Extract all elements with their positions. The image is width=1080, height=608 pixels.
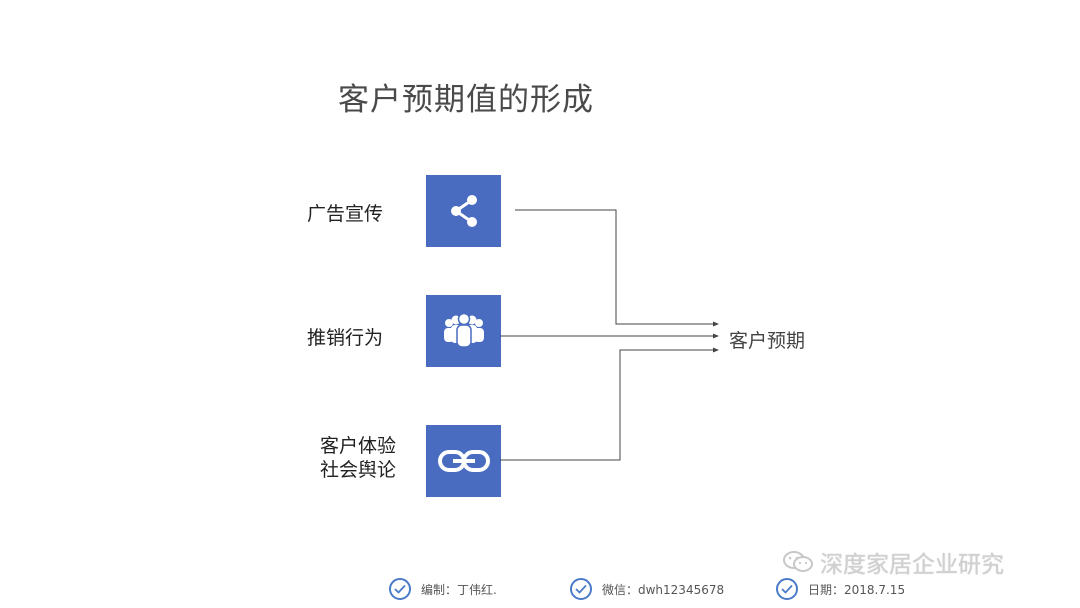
check-circle-icon xyxy=(389,578,411,600)
link-icon xyxy=(437,450,490,472)
watermark: 深度家居企业研究 xyxy=(782,545,1004,579)
footer-date-text: 日期：2018.7.15 xyxy=(808,582,906,597)
check-circle-icon xyxy=(570,578,592,600)
check-circle-icon xyxy=(776,578,798,600)
source-label-sales: 推销行为 xyxy=(307,327,384,349)
connector-advertising xyxy=(515,209,715,325)
connector-experience xyxy=(500,349,715,461)
people-group-icon xyxy=(443,312,484,348)
people-tile xyxy=(426,295,501,367)
footer-date: 日期：2018.7.15 xyxy=(776,578,905,600)
share-icon xyxy=(450,195,477,227)
footer-wechat: 微信：dwh12345678 xyxy=(570,578,724,600)
target-label: 客户预期 xyxy=(729,330,806,352)
arrowhead-sales xyxy=(713,333,719,339)
footer-wechat-text: 微信：dwh12345678 xyxy=(602,582,725,597)
arrowhead-advertising xyxy=(713,321,719,327)
source-label-experience-line1: 客户体验 xyxy=(320,435,397,457)
wechat-icon xyxy=(783,551,813,572)
arrowhead-experience xyxy=(713,347,719,353)
page-title: 客户预期值的形成 xyxy=(338,82,594,118)
source-label-experience-line2: 社会舆论 xyxy=(320,459,397,481)
link-tile xyxy=(426,425,501,497)
share-tile xyxy=(426,175,501,247)
source-label-experience: 客户体验 社会舆论 xyxy=(320,434,396,482)
footer-editor-text: 编制：丁伟红. xyxy=(421,582,497,597)
footer-editor: 编制：丁伟红. xyxy=(389,578,497,600)
watermark-text: 深度家居企业研究 xyxy=(820,552,1004,578)
source-label-advertising: 广告宣传 xyxy=(307,203,384,225)
